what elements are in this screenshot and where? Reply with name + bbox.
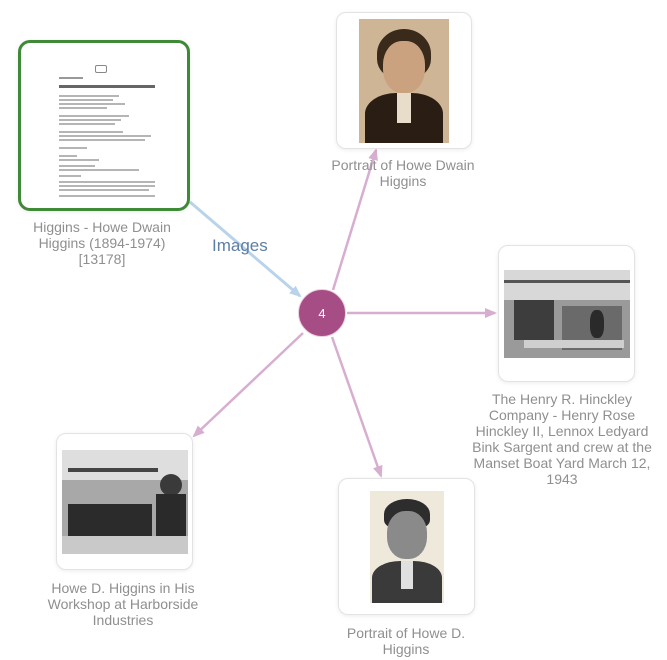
workshop-node[interactable] — [56, 433, 193, 570]
edge-source-to-hub — [189, 200, 302, 298]
workshop-label: Howe D. Higgins in His Workshop at Harbo… — [47, 580, 199, 628]
source-document-node[interactable] — [18, 40, 190, 211]
source-document-label: Higgins - Howe Dwain Higgins (1894-1974)… — [33, 219, 171, 267]
workshop-image — [61, 449, 188, 554]
portrait-bottom-node[interactable] — [338, 478, 475, 615]
portrait-bottom-label: Portrait of Howe D. Higgins — [346, 625, 466, 657]
edge-hub-to-portrait-top — [331, 148, 378, 291]
boatyard-label: The Henry R. Hinckley Company - Henry Ro… — [472, 391, 652, 487]
edge-hub-to-workshop — [192, 332, 304, 438]
document-thumbnail — [39, 50, 169, 201]
portrait-bottom-image — [369, 490, 444, 603]
boatyard-image — [503, 269, 630, 358]
portrait-top-label: Portrait of Howe Dwain Higgins — [331, 157, 475, 189]
center-hub-node[interactable]: 4 — [298, 289, 346, 337]
portrait-top-image — [359, 18, 449, 143]
edge-hub-to-portrait-bottom — [330, 336, 383, 478]
portrait-top-node[interactable] — [336, 12, 472, 149]
boatyard-node[interactable] — [498, 245, 635, 382]
edge-label-images: Images — [212, 236, 268, 255]
